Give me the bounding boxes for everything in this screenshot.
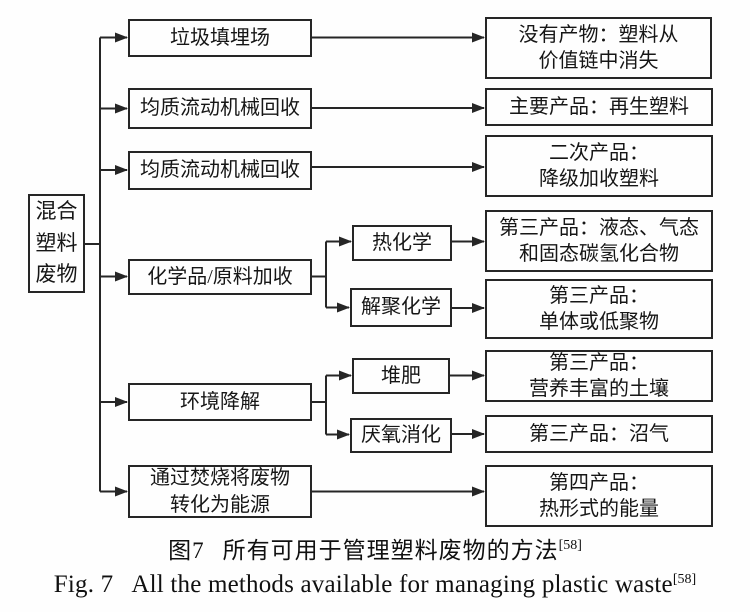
- node-composting: 堆肥: [352, 358, 450, 394]
- node-product-tertiary-hydrocarbons: 第三产品：液态、气态 和固态碳氢化合物: [485, 210, 713, 272]
- envdeg-split-line: [312, 375, 327, 435]
- caption-chinese-figure-label: 图7: [168, 538, 205, 563]
- node-product-tertiary-nutrient-rich-soil: 第三产品： 营养丰富的土壤: [485, 350, 713, 402]
- node-chemical-feedstock-recycling: 化学品/原料加收: [128, 259, 312, 295]
- node-environmental-degradation: 环境降解: [128, 383, 312, 421]
- chem-split-line: [312, 241, 327, 308]
- caption-chinese-reference: [58]: [558, 538, 582, 553]
- node-product-quaternary-heat-energy: 第四产品： 热形式的能量: [485, 465, 713, 527]
- node-product-primary-recycled-plastic: 主要产品：再生塑料: [485, 88, 713, 126]
- node-thermochemical: 热化学: [352, 225, 452, 261]
- node-anaerobic-digestion: 厌氧消化: [350, 418, 452, 453]
- node-product-secondary-downgraded-plastic: 二次产品： 降级加收塑料: [485, 135, 713, 197]
- node-landfill: 垃圾填埋场: [128, 19, 312, 57]
- caption-english-reference: [58]: [672, 572, 697, 587]
- node-product-tertiary-biogas: 第三产品：沼气: [485, 415, 713, 453]
- node-waste-to-energy-incineration: 通过焚烧将废物 转化为能源: [128, 465, 312, 518]
- caption-english-text: All the methods available for managing p…: [131, 571, 673, 598]
- node-depolymerization-chemistry: 解聚化学: [350, 288, 452, 327]
- caption-english: Fig. 7 All the methods available for mana…: [0, 571, 750, 599]
- node-mechanical-recycling-1: 均质流动机械回收: [128, 88, 312, 129]
- caption-english-figure-label: Fig. 7: [53, 571, 114, 598]
- caption-chinese: 图7 所有可用于管理塑料废物的方法[58]: [0, 531, 750, 565]
- node-product-tertiary-monomers-oligomers: 第三产品： 单体或低聚物: [485, 279, 713, 339]
- node-mechanical-recycling-2: 均质流动机械回收: [128, 151, 312, 190]
- node-mixed-plastic-waste: 混合 塑料 废物: [28, 194, 85, 293]
- caption-chinese-text: 所有可用于管理塑料废物的方法: [222, 538, 559, 563]
- node-product-none: 没有产物：塑料从 价值链中消失: [485, 17, 712, 79]
